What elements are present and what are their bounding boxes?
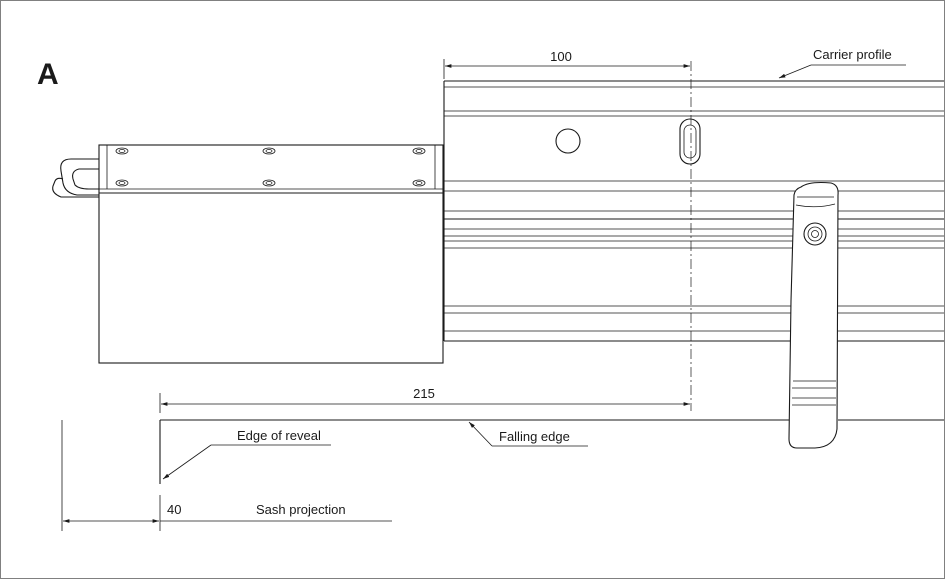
profile-clip (788, 181, 839, 449)
dimension-100: 100 (443, 49, 690, 79)
carrier-profile-rail (437, 80, 944, 342)
dimension-40-label: 40 (167, 502, 181, 517)
dimension-215-label: 215 (413, 386, 435, 401)
screw-holes (115, 147, 426, 187)
dimension-215: 215 (159, 386, 690, 413)
dimension-100-label: 100 (550, 49, 572, 64)
clip-screw (803, 222, 827, 246)
carrier-profile-label: Carrier profile (813, 47, 892, 62)
carrier-profile-callout: Carrier profile (778, 47, 906, 79)
falling-edge-callout: Falling edge (468, 421, 588, 447)
dimension-40: 40 Sash projection (61, 420, 392, 531)
falling-edge-line (159, 419, 944, 484)
edge-of-reveal-label: Edge of reveal (237, 428, 321, 443)
figure-label: A (37, 58, 59, 91)
slot-hole (679, 118, 701, 165)
falling-edge-label: Falling edge (499, 429, 570, 444)
sash-projection-label: Sash projection (256, 502, 346, 517)
round-hole (555, 128, 581, 154)
carriage-handle (52, 158, 99, 198)
carriage-block (98, 144, 444, 364)
edge-of-reveal-callout: Edge of reveal (162, 428, 331, 480)
